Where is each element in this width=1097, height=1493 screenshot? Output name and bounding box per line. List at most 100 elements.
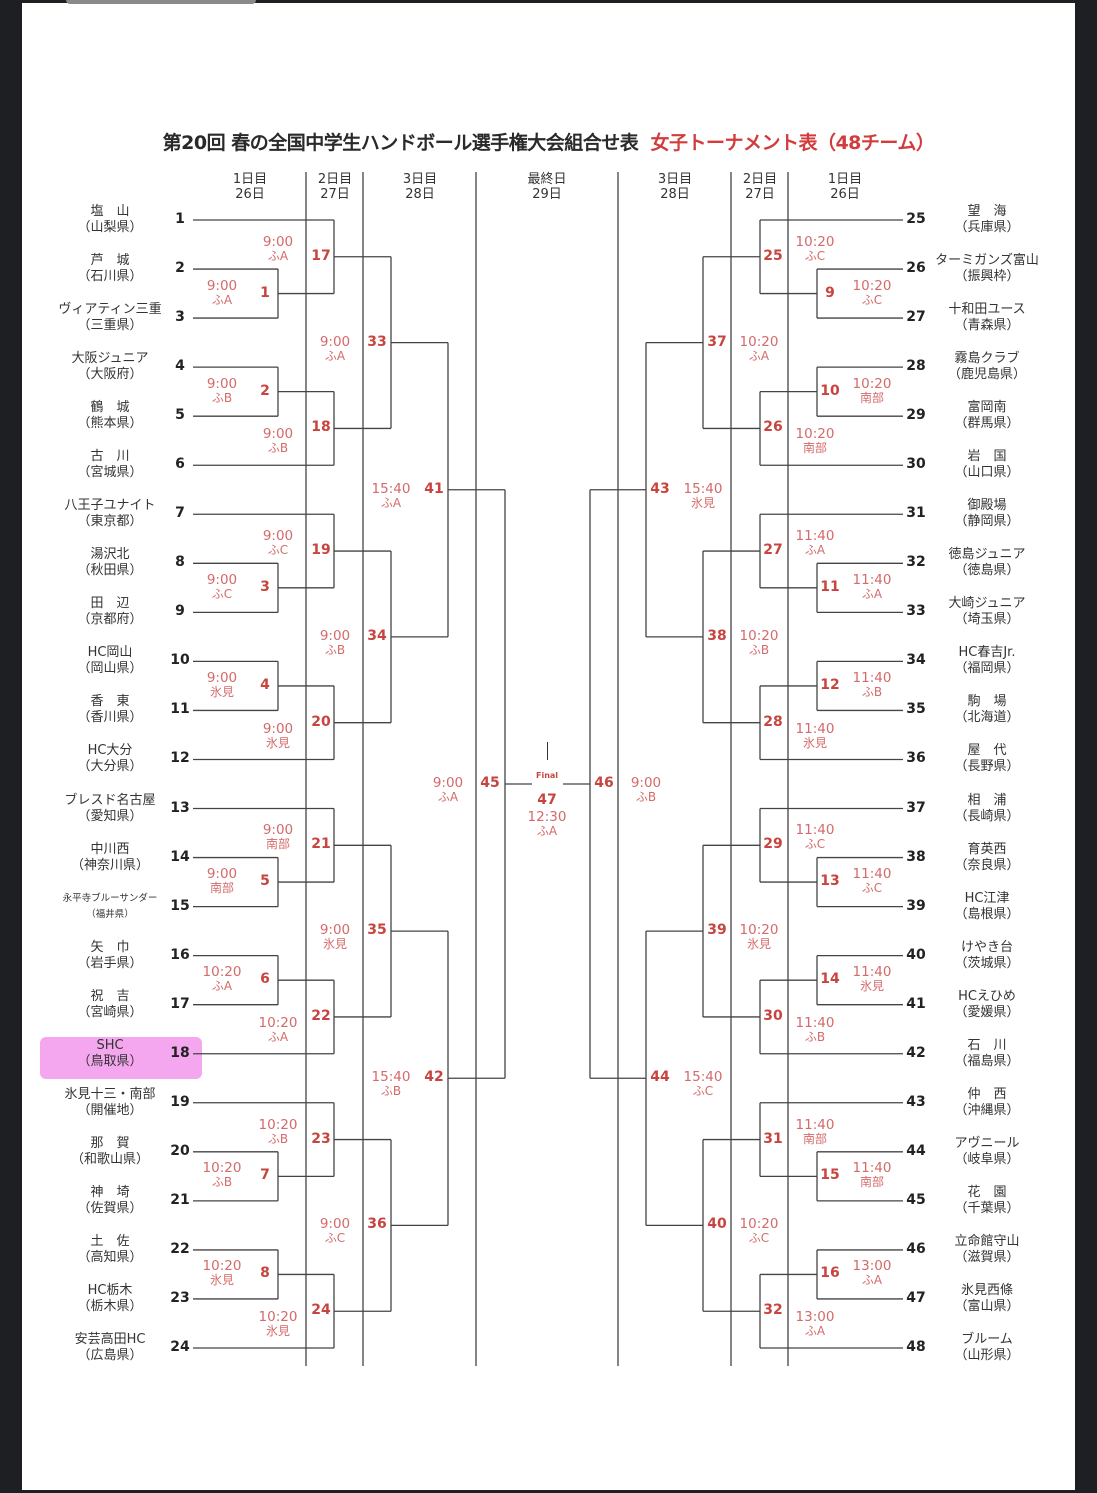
team-entry: 矢 巾（岩手県） (40, 940, 180, 972)
team-entry: 古 川（宮城県） (40, 449, 180, 481)
match-venue: ふB (324, 642, 346, 657)
match-time: 10:20 (739, 922, 779, 939)
team-prefecture: （長野県） (954, 759, 1020, 775)
team-entry: 育英西（奈良県） (917, 842, 1057, 874)
match-time: 13:00 (795, 1309, 835, 1326)
match-number: 4 (260, 676, 270, 693)
match-time: 15:40 (371, 1069, 411, 1086)
team-prefecture: （滋賀県） (954, 1249, 1020, 1265)
team-prefecture: （鳥取県） (77, 1053, 143, 1069)
match-venue: 氷見 (209, 1273, 234, 1288)
team-name: 氷見十三・南部 (64, 1086, 156, 1102)
match-venue: ふC (692, 1084, 714, 1099)
match-time: 10:20 (852, 375, 892, 392)
match-time: 10:20 (258, 1309, 298, 1326)
match-venue: ふC (861, 292, 883, 307)
team-prefecture: （埼玉県） (954, 612, 1020, 628)
team-entry: 石 川（福島県） (917, 1038, 1057, 1070)
team-prefecture: （岩手県） (77, 955, 143, 971)
team-entry: 神 埼（佐賀県） (40, 1185, 180, 1217)
seed-number: 24 (170, 1339, 190, 1355)
team-prefecture: （東京都） (77, 514, 143, 530)
team-name: ブレスド名古屋 (64, 792, 156, 808)
team-entry: 田 辺（京都府） (40, 596, 180, 628)
match-venue: 南部 (265, 837, 290, 852)
match-number: 9 (825, 284, 835, 301)
match-number: 30 (763, 1007, 783, 1024)
team-entry: 仲 西（沖縄県） (917, 1087, 1057, 1119)
seed-number: 25 (906, 211, 926, 227)
match-number: 29 (763, 836, 783, 853)
match-number: 18 (311, 419, 331, 436)
seed-number: 17 (170, 995, 190, 1012)
match-venue: 氷見 (746, 937, 771, 952)
match-venue: 南部 (209, 881, 234, 896)
team-prefecture: （岡山県） (77, 661, 143, 677)
seed-number: 21 (170, 1191, 190, 1208)
team-name: 富岡南 (967, 400, 1007, 416)
team-name: 祝 吉 (90, 988, 130, 1004)
team-prefecture: （北海道） (954, 710, 1020, 726)
team-name: 安芸高田HC (74, 1332, 146, 1347)
match-number: 41 (424, 480, 444, 497)
seed-number: 15 (170, 897, 190, 914)
seed-number: 12 (170, 750, 190, 767)
seed-number: 9 (175, 603, 185, 620)
match-number: 11 (820, 578, 840, 595)
team-name: SHC (96, 1037, 124, 1053)
match-number: 24 (311, 1302, 331, 1319)
seed-number: 43 (906, 1093, 926, 1110)
seed-number: 47 (906, 1289, 926, 1306)
match-venue: ふB (267, 441, 289, 456)
match-venue: ふA (211, 979, 233, 994)
team-name: 矢 巾 (90, 939, 130, 955)
match-time: 10:20 (852, 277, 892, 294)
match-time: 10:20 (202, 1258, 242, 1275)
seed-number: 27 (906, 309, 926, 326)
team-prefecture: （静岡県） (954, 514, 1020, 530)
match-venue: ふC (861, 881, 883, 896)
team-name: HC岡山 (87, 645, 133, 661)
team-prefecture: （三重県） (77, 318, 143, 334)
team-prefecture: （鹿児島県） (947, 367, 1026, 383)
match-time: 11:40 (852, 964, 892, 981)
match-venue: ふB (861, 684, 883, 699)
match-venue: ふA (267, 1029, 289, 1044)
match-time: 9:00 (206, 277, 238, 294)
seed-number: 45 (906, 1191, 926, 1208)
team-entry: 御殿場（静岡県） (917, 498, 1057, 530)
team-entry: 中川西（神奈川県） (40, 842, 180, 874)
team-entry: 大阪ジュニア（大阪府） (40, 351, 180, 383)
team-entry: 氷見十三・南部（開催地） (40, 1087, 180, 1119)
team-prefecture: （岐阜県） (954, 1151, 1020, 1167)
team-name: 土 佐 (90, 1233, 130, 1249)
match-number: 42 (424, 1069, 444, 1086)
match-time: 9:00 (262, 720, 294, 737)
team-prefecture: （千葉県） (954, 1200, 1020, 1216)
match-time: 9:00 (319, 922, 351, 939)
match-time: 11:40 (852, 1160, 892, 1177)
date-label: 28日 (660, 187, 690, 202)
team-prefecture: （山口県） (954, 465, 1020, 481)
day-label: 1日目 (232, 172, 268, 187)
seed-number: 42 (906, 1044, 926, 1061)
match-number: 40 (707, 1216, 727, 1233)
match-number: 13 (820, 873, 840, 890)
match-venue: ふA (804, 1324, 826, 1339)
team-name: 香 東 (90, 694, 130, 710)
match-number: 34 (367, 627, 387, 644)
